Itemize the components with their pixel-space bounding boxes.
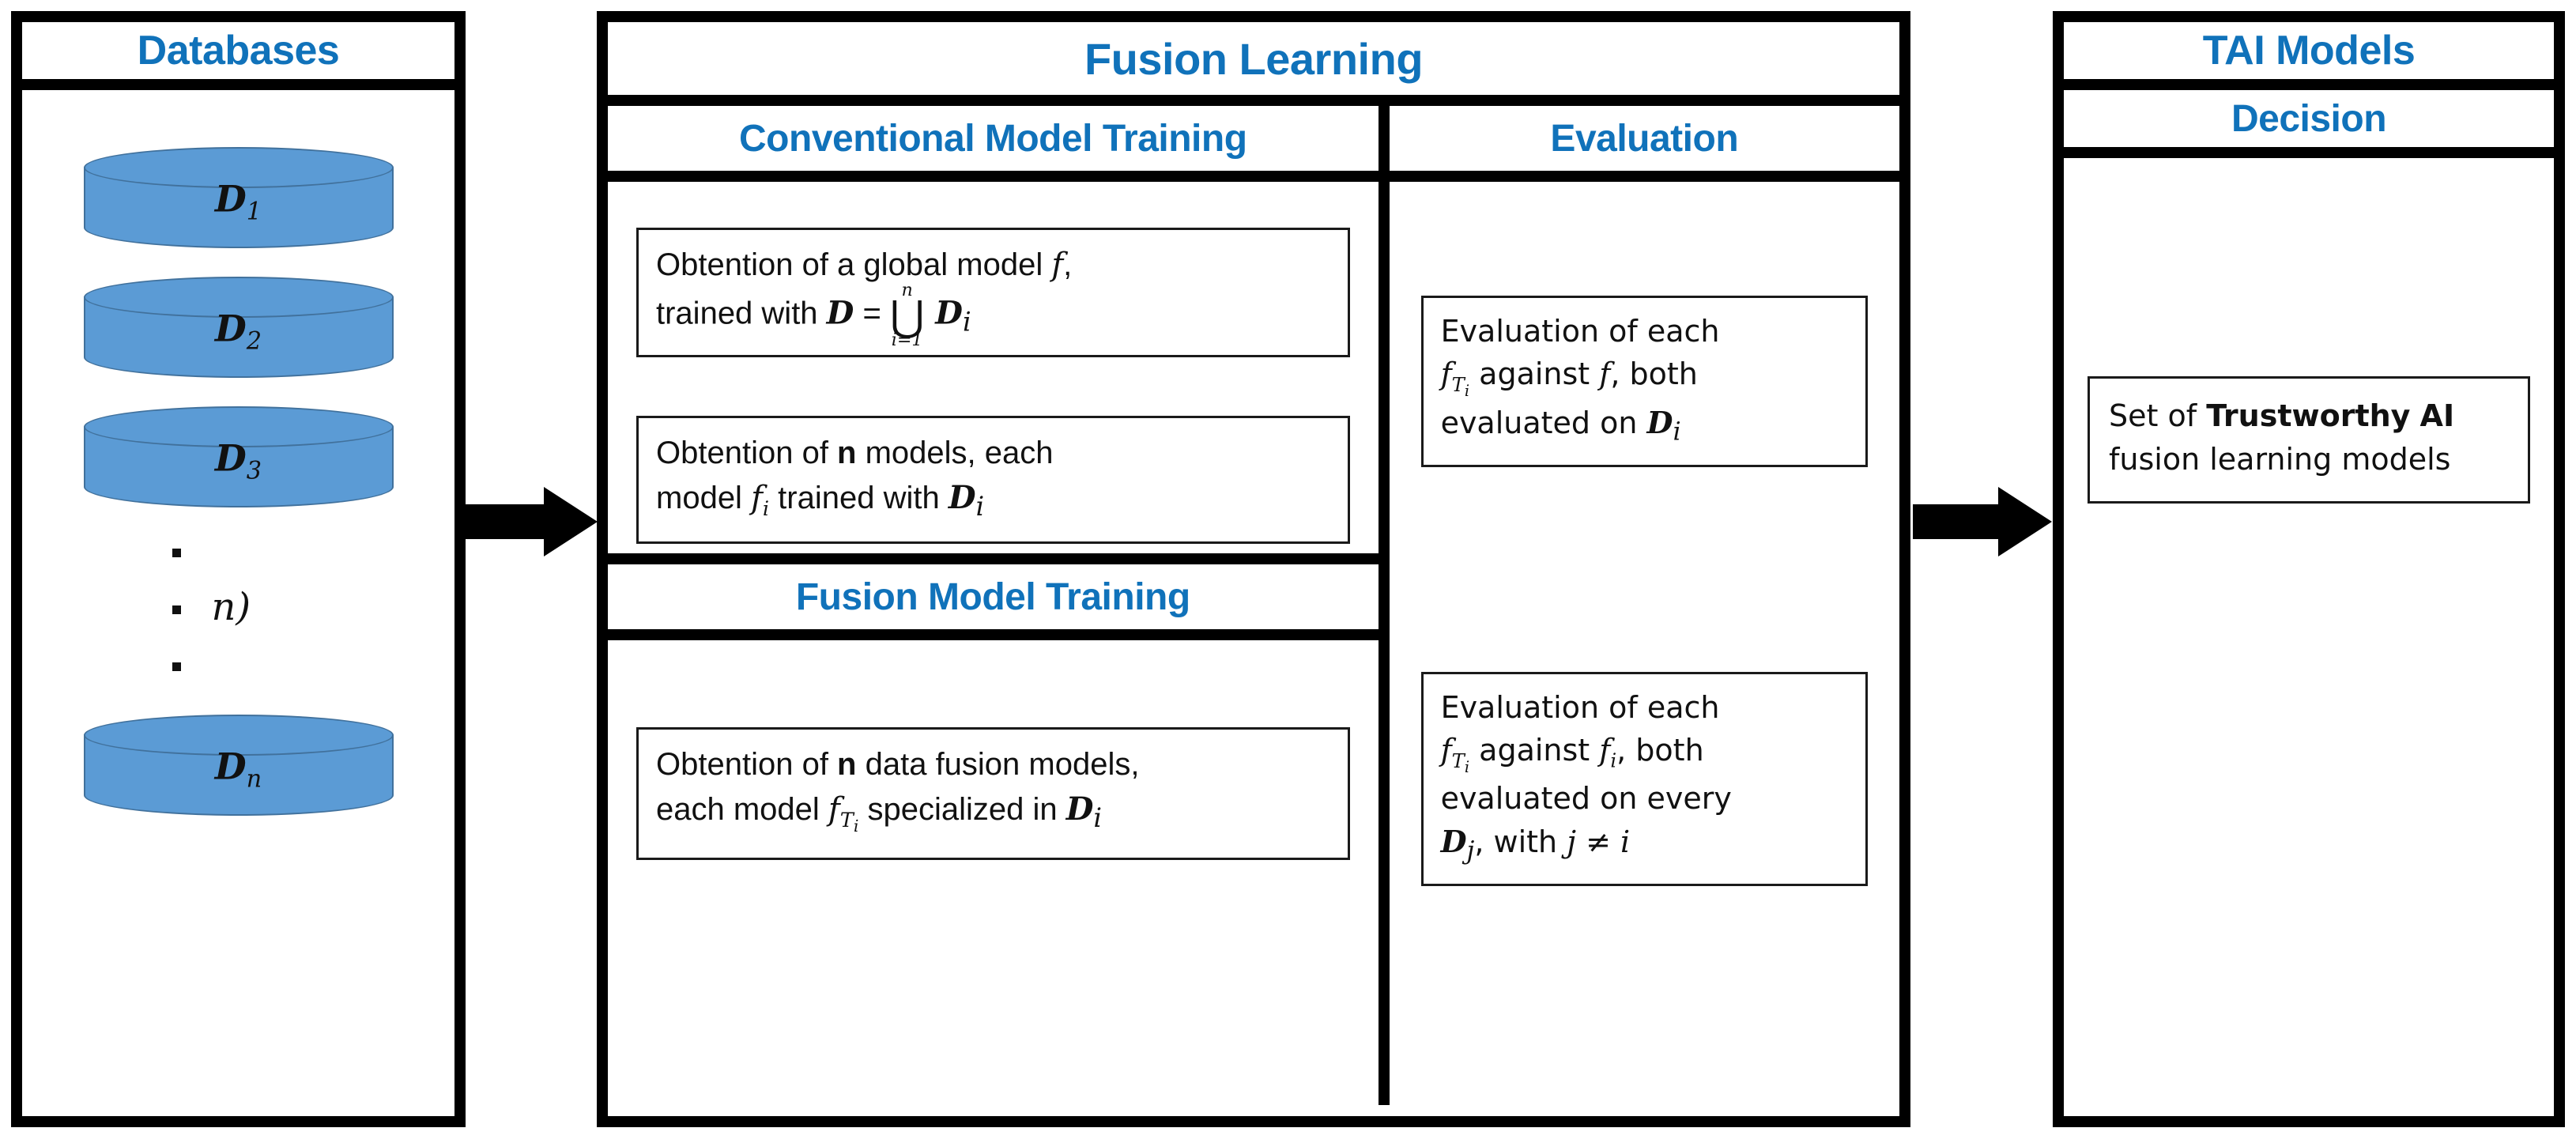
- cylinder-label-subscript: 2: [246, 327, 262, 356]
- arrow-shaft: [1913, 504, 2000, 539]
- database-cylinder-1: D1: [83, 147, 394, 248]
- fusion-learning-title: Fusion Learning: [608, 22, 1899, 106]
- databases-title: Databases: [22, 22, 454, 90]
- fusion-models-line-1: Obtention of n data fusion models,: [656, 747, 1140, 782]
- fusion-learning-panel: Fusion Learning Conventional Model Train…: [597, 11, 1910, 1127]
- ellipsis-dot: [172, 662, 181, 671]
- eval-global-line-2: fTi against f, both: [1440, 356, 1698, 400]
- cylinder-label-symbol: D: [214, 436, 247, 480]
- ellipsis-dot: [172, 605, 181, 614]
- eval-local-line-4: Dj, with j ≠ i: [1440, 823, 1631, 866]
- ellipsis-annotation: n): [211, 585, 251, 629]
- fusion-models-box: Obtention of n data fusion models, each …: [636, 727, 1350, 860]
- fusion-learning-columns: Conventional Model Training Obtention of…: [608, 106, 1899, 1105]
- database-ellipsis: n): [144, 541, 334, 691]
- conventional-model-training-heading: Conventional Model Training: [608, 106, 1379, 182]
- cylinder-label-symbol: D: [214, 745, 247, 788]
- fusion-model-training-heading: Fusion Model Training: [608, 564, 1379, 640]
- cylinder-label-subscript: 3: [246, 457, 262, 485]
- cylinder-label-subscript: 1: [246, 198, 262, 226]
- arrow-head: [1998, 487, 2052, 556]
- cylinder-label: Dn: [84, 745, 394, 793]
- database-cylinder-3: D3: [83, 406, 394, 507]
- eval-vs-global-box: Evaluation of each fTi against f, both e…: [1420, 296, 1868, 467]
- evaluation-column: Evaluation Evaluation of each fTi agains…: [1389, 106, 1899, 1105]
- databases-panel: Databases D1 D2 D3: [11, 11, 466, 1127]
- eval-local-line-2: fTi against fi, both: [1440, 732, 1704, 776]
- evaluation-heading: Evaluation: [1389, 106, 1899, 182]
- eval-global-line-3: evaluated on Di: [1440, 405, 1681, 447]
- cylinder-label: D2: [84, 307, 394, 355]
- eval-local-line-1: Evaluation of each: [1440, 690, 1720, 725]
- global-model-box: Obtention of a global model f, trained w…: [636, 228, 1350, 357]
- fusion-models-line-2: each model fTi specialized in Di: [656, 790, 1103, 836]
- arrow-fusion-to-tai: [1913, 487, 2055, 556]
- n-models-box: Obtention of n models, each model fi tra…: [636, 416, 1350, 544]
- eval-global-line-1: Evaluation of each: [1440, 314, 1720, 349]
- arrow-head: [544, 487, 598, 556]
- cylinder-label-symbol: D: [214, 177, 247, 221]
- arrow-databases-to-fusion: [463, 487, 598, 556]
- trustworthy-models-box: Set of Trustworthy AI fusion learning mo…: [2088, 376, 2530, 504]
- fusion-boxes-section: Obtention of n data fusion models, each …: [608, 640, 1379, 1105]
- tai-models-panel: TAI Models Decision Set of Trustworthy A…: [2053, 11, 2565, 1127]
- cylinder-label-symbol: D: [214, 307, 247, 350]
- evaluation-boxes-section: Evaluation of each fTi against f, both e…: [1390, 182, 1899, 1105]
- ellipsis-dot: [172, 549, 181, 557]
- global-model-line-1: Obtention of a global model f,: [656, 247, 1073, 283]
- cylinder-label: D3: [84, 436, 394, 485]
- n-models-line-2: model fi trained with Di: [656, 478, 985, 522]
- decision-heading: Decision: [2064, 90, 2554, 158]
- cylinder-top-ellipse: [83, 406, 394, 447]
- database-cylinder-n: Dn: [83, 715, 394, 816]
- conventional-column: Conventional Model Training Obtention of…: [608, 106, 1390, 1105]
- tai-models-title: TAI Models: [2064, 22, 2554, 90]
- cylinder-top-ellipse: [83, 715, 394, 756]
- eval-vs-local-box: Evaluation of each fTi against fi, both …: [1420, 672, 1868, 886]
- cylinder-label: D1: [84, 177, 394, 225]
- cylinder-label-subscript: n: [246, 765, 262, 794]
- databases-body: D1 D2 D3 n): [22, 90, 454, 1105]
- database-cylinder-2: D2: [83, 277, 394, 378]
- arrow-shaft: [463, 504, 545, 539]
- eval-local-line-3: evaluated on every: [1440, 781, 1732, 817]
- n-models-line-1: Obtention of n models, each: [656, 436, 1054, 470]
- cylinder-top-ellipse: [83, 277, 394, 318]
- tai-models-body: Set of Trustworthy AI fusion learning mo…: [2064, 158, 2554, 1094]
- conventional-boxes-section: Obtention of a global model f, trained w…: [608, 182, 1379, 564]
- cylinder-top-ellipse: [83, 147, 394, 188]
